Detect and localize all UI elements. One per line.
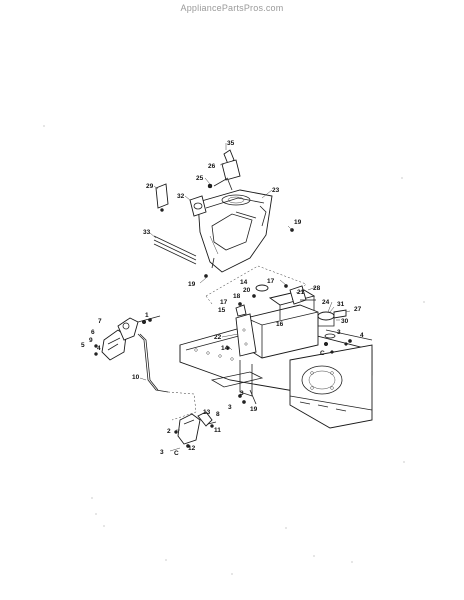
callout-11: 11 [214,427,221,434]
callout-28: 28 [313,285,321,292]
callout-3-c: 3 [240,390,244,397]
callout-22: 22 [214,334,222,341]
hardware-cluster [204,228,294,350]
callout-5: 5 [81,342,85,349]
callout-21: 21 [297,289,305,296]
callout-12: 12 [188,445,196,452]
callout-7: 7 [98,318,102,325]
dash-hood-part-23 [197,189,273,273]
callout-3-b: 3 [228,404,232,411]
mid-hardware [238,342,348,405]
callout-9: 9 [89,337,93,344]
callout-c-1: C [174,450,179,457]
callout-10: 10 [132,374,140,381]
callout-4-a: 4 [360,332,364,339]
callout-18: 18 [233,293,241,300]
lower-linkage [174,411,217,448]
callout-19-a: 19 [294,219,302,226]
callout-3-d: 3 [160,449,164,456]
callout-19-b: 19 [188,281,196,288]
callout-3-a: 3 [337,329,341,336]
callout-29: 29 [146,183,154,190]
battery-tray [235,289,319,359]
callout-26: 26 [208,163,216,170]
callout-6: 6 [91,329,95,336]
rods-part-33 [153,235,197,265]
callout-33: 33 [143,229,151,236]
callout-27: 27 [354,306,362,313]
callout-17-a: 17 [267,278,275,285]
scan-specks [43,125,425,575]
pedal-assembly [94,315,161,361]
leader-lines [139,143,351,452]
callout-30: 30 [341,318,349,325]
callout-20: 20 [243,287,251,294]
callout-2: 2 [167,428,171,435]
watermark: AppliancePartsPros.com [180,3,284,13]
callout-32: 32 [177,193,185,200]
callout-labels: 35 26 25 23 29 32 19 33 19 14 17 20 18 2… [81,140,364,457]
callout-4-b: 4 [97,345,101,352]
callout-16: 16 [276,321,284,328]
ignition-key-parts [207,149,241,191]
callout-17-b: 17 [220,299,228,306]
callout-13: 13 [203,409,211,416]
callout-14-b: 14 [221,345,229,352]
callout-35: 35 [227,140,235,147]
callout-15: 15 [218,307,226,314]
callout-24: 24 [322,299,330,306]
right-side-parts [289,285,352,347]
bracket-part-29 [155,183,169,212]
callout-31: 31 [337,301,345,308]
chassis-frame [179,321,373,429]
switch-part-32 [189,195,207,217]
callout-c-2: C [320,350,325,357]
callout-14: 14 [240,279,248,286]
callout-23: 23 [272,187,280,194]
callout-8: 8 [216,411,220,418]
callout-25: 25 [196,175,204,182]
callout-1: 1 [145,312,149,319]
callout-19-c: 19 [250,406,258,413]
rod-part-10 [137,333,197,421]
